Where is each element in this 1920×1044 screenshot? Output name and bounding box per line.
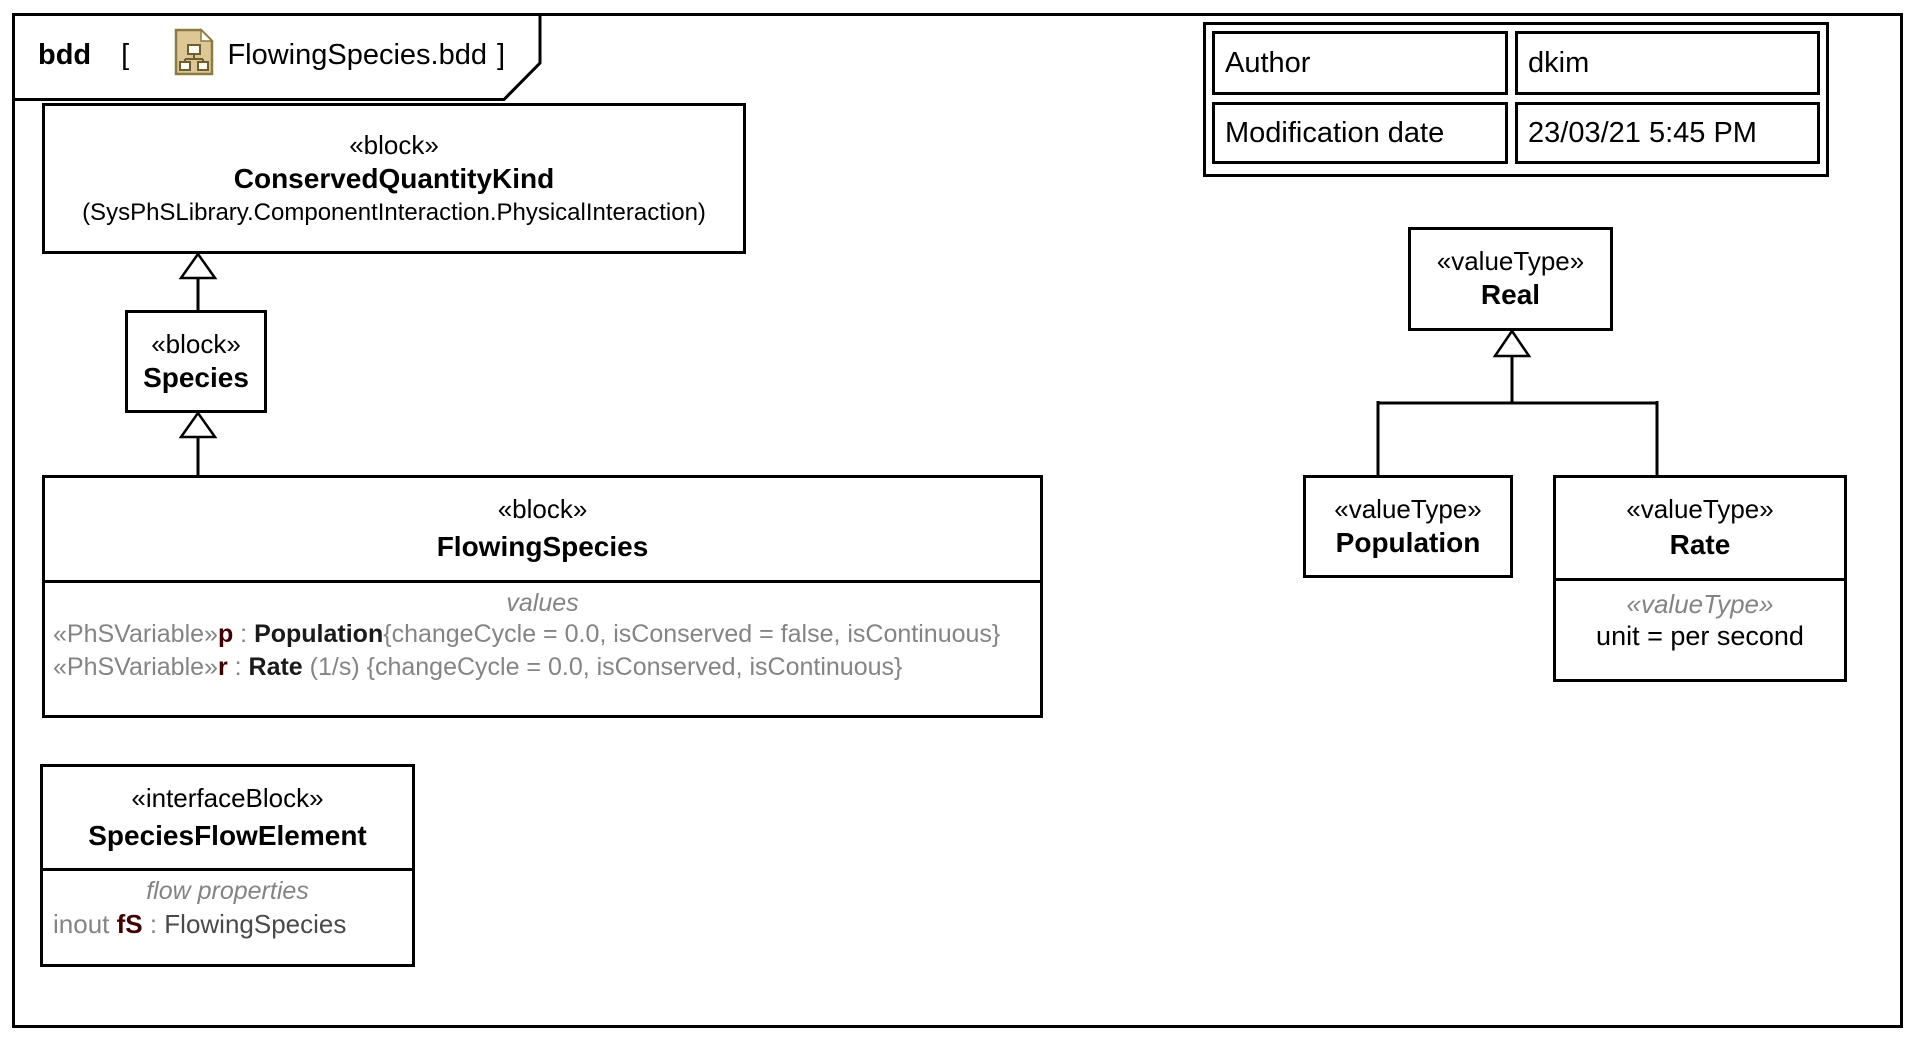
block-name: SpeciesFlowElement — [88, 819, 367, 851]
info-value-modification-date[interactable]: 23/03/21 5:45 PM — [1515, 102, 1820, 164]
property-type: Population — [254, 620, 384, 648]
block-name: Rate — [1669, 529, 1731, 560]
property-name: r — [217, 653, 228, 681]
block-name: Real — [1480, 279, 1541, 310]
hollow-triangle-icon[interactable] — [178, 410, 218, 439]
block-header: «interfaceBlock» SpeciesFlowElement — [43, 767, 412, 868]
flow-properties-compartment: flow properties inout fS : FlowingSpecie… — [43, 868, 412, 964]
block-name: Species — [143, 361, 249, 393]
stereotype-label: «block» — [349, 129, 439, 160]
property-type: Rate — [248, 653, 303, 681]
frame-tab[interactable]: bdd [ FlowingSpecies.bdd ] — [12, 13, 517, 98]
hollow-triangle-icon[interactable] — [178, 251, 218, 280]
flow-property-fs[interactable]: inout fS : FlowingSpecies — [43, 906, 412, 942]
hollow-triangle-icon[interactable] — [1492, 328, 1532, 358]
value-property-p[interactable]: «PhSVariable»p : Population{changeCycle … — [45, 618, 1040, 651]
separator: : — [142, 909, 165, 939]
property-name: fS — [116, 909, 143, 939]
bracket-open: [ — [121, 39, 130, 71]
separator: : — [227, 653, 249, 681]
block-header: «valueType» Rate — [1556, 478, 1844, 578]
property-type: FlowingSpecies — [164, 909, 347, 939]
valuetype-population[interactable]: «valueType» Population — [1303, 475, 1513, 578]
block-name: FlowingSpecies — [436, 531, 649, 562]
compartment-label: flow properties — [146, 877, 309, 905]
property-name: p — [217, 620, 234, 648]
stereotype-label: «valueType» — [1436, 246, 1585, 276]
diagram-name-label: FlowingSpecies.bdd — [227, 39, 487, 71]
stereotype-label: «valueType» — [1334, 493, 1482, 524]
separator: : — [233, 620, 255, 648]
property-tags: {changeCycle = 0.0, isConserved = false,… — [383, 620, 1001, 648]
info-label-modification-date[interactable]: Modification date — [1212, 102, 1508, 164]
value-property-r[interactable]: «PhSVariable»r : Rate (1/s) {changeCycle… — [45, 651, 1040, 684]
phs-variable-stereotype: «PhSVariable» — [53, 620, 218, 648]
block-flowing-species[interactable]: «block» FlowingSpecies values «PhSVariab… — [42, 475, 1043, 718]
stereotype-label: «block» — [151, 328, 241, 359]
property-unit: (1/s) — [302, 653, 367, 681]
property-tags: {changeCycle = 0.0, isConserved, isConti… — [366, 653, 903, 681]
flow-direction: inout — [53, 909, 117, 939]
info-label-author[interactable]: Author — [1212, 31, 1508, 95]
stereotype-label: «block» — [497, 494, 588, 524]
block-qualifier: (SysPhSLibrary.ComponentInteraction.Phys… — [82, 198, 706, 226]
diagram-info-table: Author dkim Modification date 23/03/21 5… — [1203, 22, 1829, 177]
bdd-diagram-icon — [141, 0, 215, 117]
valuetype-rate[interactable]: «valueType» Rate «valueType» unit = per … — [1553, 475, 1847, 682]
phs-variable-stereotype: «PhSVariable» — [53, 653, 218, 681]
bracket-close: ] — [497, 39, 506, 71]
unit-definition: unit = per second — [1596, 621, 1804, 651]
unit-compartment: «valueType» unit = per second — [1556, 578, 1844, 679]
compartment-label: values — [506, 589, 579, 617]
block-species[interactable]: «block» Species — [125, 310, 267, 413]
frame-tab-shape — [12, 13, 542, 101]
stereotype-label: «valueType» — [1626, 494, 1774, 524]
interface-block-species-flow-element[interactable]: «interfaceBlock» SpeciesFlowElement flow… — [40, 764, 415, 967]
values-compartment: values «PhSVariable»p : Population{chang… — [45, 580, 1040, 715]
block-name: ConservedQuantityKind — [233, 162, 555, 194]
valuetype-real[interactable]: «valueType» Real — [1408, 227, 1613, 331]
stereotype-label: «interfaceBlock» — [131, 782, 324, 813]
block-name: Population — [1335, 526, 1481, 558]
diagram-kind-label: bdd — [38, 39, 92, 71]
block-header: «block» FlowingSpecies — [45, 478, 1040, 580]
block-conserved-quantity-kind[interactable]: «block» ConservedQuantityKind (SysPhSLib… — [42, 103, 746, 254]
info-value-author[interactable]: dkim — [1515, 31, 1820, 95]
compartment-stereotype-label: «valueType» — [1626, 589, 1774, 619]
